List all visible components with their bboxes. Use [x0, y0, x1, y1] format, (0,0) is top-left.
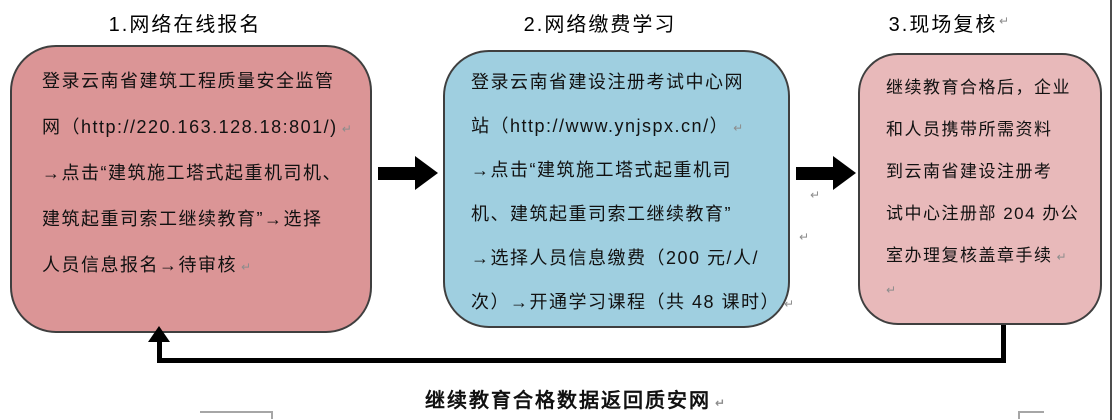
text-line: 室办理复核盖章手续 [886, 246, 1053, 265]
return-mark-icon: ↵ [886, 283, 897, 297]
text-line: 到云南省建设注册考 [886, 162, 1053, 181]
return-mark-icon: ↵ [810, 188, 821, 202]
step1-box: 登录云南省建筑工程质量安全监管 网（http://220.163.128.18:… [10, 45, 372, 333]
bottom-caption: 继续教育合格数据返回质安网 [424, 390, 711, 412]
bottom-caption-row: 继续教育合格数据返回质安网 ↵ [350, 384, 800, 412]
arrow-step2-to-step3 [796, 156, 856, 190]
feedback-line-horizontal [157, 358, 1006, 363]
text-line: 建筑起重司索工继续教育”→选择 [42, 209, 323, 229]
text-line: →选择人员信息缴费（200 元/人/ [471, 248, 760, 268]
return-mark-icon: ↵ [733, 121, 744, 135]
text-line: 站（http://www.ynjspx.cn/） [471, 116, 730, 136]
step3-title: 3.现场复核 [888, 13, 998, 36]
text-boundary-corner-mark [200, 411, 273, 419]
text-line: →点击“建筑施工塔式起重机司 [471, 160, 732, 180]
text-line: 机、建筑起重司索工继续教育” [471, 204, 732, 224]
text-line: 人员信息报名→待审核 [42, 255, 237, 275]
feedback-line-left-vertical [157, 341, 162, 363]
text-boundary-corner-mark [1018, 411, 1044, 419]
arrow-head-icon [833, 156, 856, 190]
arrow-body [378, 167, 415, 180]
arrow-body [796, 167, 833, 180]
step1-title: 1.网络在线报名 [108, 13, 262, 36]
text-line: 登录云南省建设注册考试中心网 [471, 72, 744, 92]
return-mark-icon: ↵ [341, 122, 352, 136]
arrow-step1-to-step2 [378, 156, 438, 190]
return-mark-icon: ↵ [799, 230, 810, 244]
text-line: 网（http://220.163.128.18:801/) [42, 117, 338, 137]
return-mark-icon: ↵ [1056, 250, 1067, 264]
return-mark-icon: ↵ [241, 260, 252, 274]
arrow-head-icon [415, 156, 438, 190]
return-mark-icon: ↵ [999, 14, 1010, 28]
text-line: 试中心注册部 204 办公 [886, 204, 1080, 223]
return-mark-icon: ↵ [714, 396, 726, 410]
feedback-line-right-vertical [1001, 325, 1006, 362]
feedback-arrowhead-icon [148, 326, 170, 342]
step2-title: 2.网络缴费学习 [523, 13, 677, 36]
return-mark-icon: ↵ [784, 297, 795, 311]
text-line: 次）→开通学习课程（共 48 课时） [471, 292, 781, 312]
text-line: 继续教育合格后，企业 [886, 78, 1071, 97]
page-edge-line [1110, 0, 1112, 420]
text-line: 登录云南省建筑工程质量安全监管 [42, 71, 335, 91]
step2-box: 登录云南省建设注册考试中心网 站（http://www.ynjspx.cn/）↵… [443, 50, 794, 328]
text-line: 和人员携带所需资料 [886, 120, 1053, 139]
step3-box: 继续教育合格后，企业 和人员携带所需资料 到云南省建设注册考 试中心注册部 20… [858, 53, 1102, 325]
text-line: →点击“建筑施工塔式起重机司机、 [42, 163, 342, 183]
